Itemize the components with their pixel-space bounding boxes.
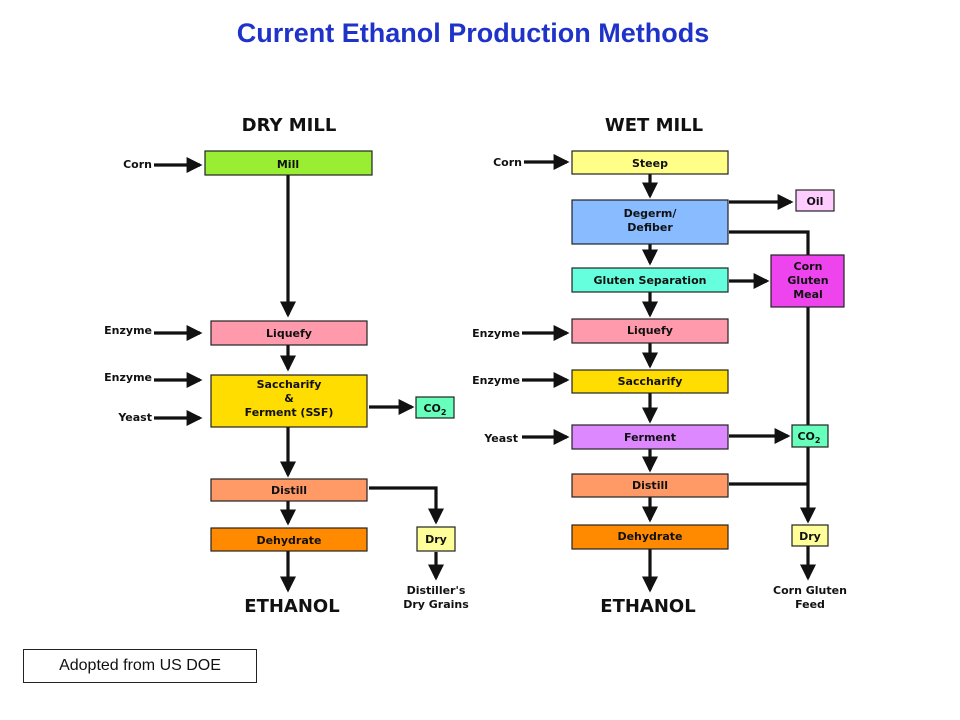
dry-co2-sub: 2: [441, 408, 447, 417]
wet-dehydrate-box: [571, 524, 729, 550]
dry-ssf-label-2: &: [284, 392, 294, 405]
wet-saccharify-label: Saccharify: [618, 375, 683, 388]
wet-gluten-meal-box: [770, 254, 845, 308]
wet-ferment-label: Ferment: [624, 431, 676, 444]
dry-liquefy-label: Liquefy: [266, 327, 312, 340]
wet-byproduct-label-2: Feed: [795, 598, 825, 611]
wet-co2-label: CO2: [797, 430, 820, 445]
wet-co2-base: CO: [797, 430, 814, 443]
wet-enzyme1-input-label: Enzyme: [472, 327, 520, 340]
dry-ssf-label-1: Saccharify: [257, 378, 322, 391]
wet-enzyme2-input-label: Enzyme: [472, 374, 520, 387]
wet-ferment-box: [571, 424, 729, 450]
dry-distill-label: Distill: [271, 484, 307, 497]
wet-degerm-label-1: Degerm/: [624, 207, 678, 220]
dry-dry-label: Dry: [425, 533, 447, 546]
dry-co2-label: CO2: [423, 402, 446, 417]
wet-gluten-sep-label: Gluten Separation: [594, 274, 707, 287]
dry-corn-input-label: Corn: [123, 158, 152, 171]
wet-degerm-to-gluten-line: [729, 230, 810, 255]
wet-distill-label: Distill: [632, 479, 668, 492]
wet-ethanol-label: ETHANOL: [600, 596, 695, 617]
wet-mill-heading: WET MILL: [605, 115, 703, 136]
dry-ssf-label-3: Ferment (SSF): [245, 406, 334, 419]
dry-dehydrate-box: [210, 527, 368, 552]
dry-byproduct-label-1: Distiller's: [407, 584, 466, 597]
wet-gluten-meal-label-1: Corn: [794, 260, 823, 273]
wet-liquefy-label: Liquefy: [627, 324, 673, 337]
dry-enzyme1-input-label: Enzyme: [104, 324, 152, 337]
dry-mill-label: Mill: [277, 158, 299, 171]
dry-co2-base: CO: [423, 402, 440, 415]
dry-distill-to-dry-arrow: [369, 486, 444, 525]
dry-dehydrate-label: Dehydrate: [256, 534, 321, 547]
wet-co2-box: [791, 424, 829, 448]
dry-enzyme2-input-label: Enzyme: [104, 371, 152, 384]
dry-distill-box: [210, 478, 368, 502]
wet-corn-input-label: Corn: [493, 156, 522, 169]
dry-mill-box: [204, 150, 373, 176]
dry-yeast-input-label: Yeast: [117, 411, 152, 424]
dry-mill-heading: DRY MILL: [242, 115, 337, 136]
wet-gluten-meal-label-3: Meal: [793, 288, 823, 301]
wet-gluten-sep-box: [571, 267, 729, 293]
wet-dry-label: Dry: [799, 530, 821, 543]
wet-oil-label: Oil: [807, 195, 824, 208]
dry-co2-box: [415, 396, 455, 419]
dry-byproduct-label-2: Dry Grains: [403, 598, 469, 611]
wet-steep-box: [571, 150, 729, 175]
wet-saccharify-box: [571, 369, 729, 394]
page-title: Current Ethanol Production Methods: [236, 18, 710, 48]
source-note: Adopted from US DOE: [23, 649, 257, 683]
wet-degerm-label-2: Defiber: [627, 221, 673, 234]
wet-yeast-input-label: Yeast: [483, 432, 518, 445]
wet-dehydrate-label: Dehydrate: [617, 530, 682, 543]
wet-degerm-box: [571, 199, 729, 245]
wet-oil-box: [795, 189, 835, 212]
dry-ethanol-label: ETHANOL: [244, 596, 339, 617]
dry-ssf-box: [210, 374, 368, 428]
dry-dry-box: [416, 526, 456, 552]
dry-liquefy-box: [210, 320, 368, 346]
wet-byproduct-label-1: Corn Gluten: [773, 584, 847, 597]
wet-gluten-meal-label-2: Gluten: [787, 274, 828, 287]
wet-co2-sub: 2: [815, 436, 821, 445]
wet-distill-box: [571, 473, 729, 498]
wet-dry-box: [791, 524, 829, 547]
wet-liquefy-box: [571, 318, 729, 344]
wet-steep-label: Steep: [632, 157, 668, 170]
